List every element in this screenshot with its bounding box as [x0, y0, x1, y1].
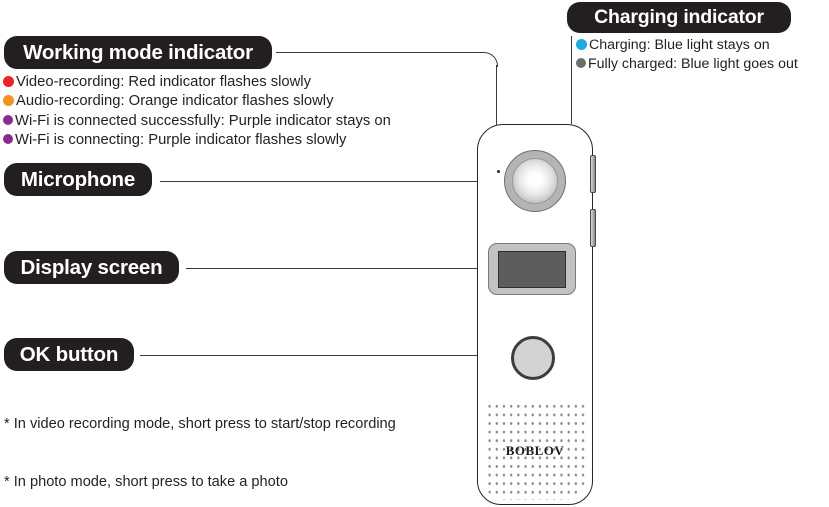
callout-label-working-mode: Working mode indicator [4, 36, 272, 69]
status-dot-purple-icon [3, 133, 13, 144]
status-dot-blue-icon [576, 39, 587, 50]
charging-indicator-list: Charging: Blue light stays on Fully char… [576, 36, 798, 73]
leader-line-working-mode-horizontal [276, 52, 484, 54]
callout-label-microphone: Microphone [4, 163, 152, 196]
list-item: Charging: Blue light stays on [576, 36, 798, 55]
list-item: Audio-recording: Orange indicator flashe… [3, 92, 391, 111]
callout-label-display-screen: Display screen [4, 251, 179, 284]
leader-line-charging-vertical [571, 36, 573, 124]
list-item: Fully charged: Blue light goes out [576, 55, 798, 74]
callout-label-ok-button: OK button [4, 338, 134, 371]
brand-logo: BOBLOV [505, 443, 565, 458]
display-screen-glass [498, 250, 566, 288]
device-illustration: BOBLOV [477, 124, 596, 505]
list-item-label: Wi-Fi is connected successfully: Purple … [15, 112, 391, 129]
callout-label-charging: Charging indicator [567, 2, 791, 33]
list-item-label: Wi-Fi is connecting: Purple indicator fl… [15, 131, 347, 148]
status-dot-purple-icon [3, 114, 13, 125]
list-item-label: Charging: Blue light stays on [589, 37, 770, 53]
list-item-label: Audio-recording: Orange indicator flashe… [16, 93, 334, 110]
list-item-label: Video-recording: Red indicator flashes s… [16, 74, 311, 90]
device-side-button-upper[interactable] [590, 155, 596, 193]
list-item-label: Fully charged: Blue light goes out [588, 55, 798, 72]
display-screen [488, 243, 576, 295]
working-mode-indicator-list: Video-recording: Red indicator flashes s… [3, 73, 391, 150]
list-item: Video-recording: Red indicator flashes s… [3, 73, 391, 92]
note-line: * In photo mode, short press to take a p… [4, 474, 288, 491]
status-dot-gray-icon [576, 57, 586, 68]
camera-lens [504, 150, 566, 212]
list-item: Wi-Fi is connecting: Purple indicator fl… [3, 131, 391, 150]
ok-button-notes: * In video recording mode, short press t… [4, 376, 397, 507]
status-dot-red-icon [3, 76, 14, 87]
list-item: Wi-Fi is connected successfully: Purple … [3, 112, 391, 131]
leader-line-working-mode-vertical [496, 65, 498, 125]
note-line: * In video recording mode, short press t… [4, 415, 396, 432]
device-side-button-lower[interactable] [590, 209, 596, 247]
camera-lens-glass [512, 158, 558, 204]
leader-line-microphone [160, 181, 494, 183]
microphone-hole-icon [497, 170, 500, 173]
speaker-grille: BOBLOV [484, 400, 586, 500]
leader-line-ok-button [140, 355, 512, 357]
status-dot-orange-icon [3, 95, 14, 107]
ok-button[interactable] [511, 336, 555, 380]
leader-line-display-screen [186, 268, 488, 270]
